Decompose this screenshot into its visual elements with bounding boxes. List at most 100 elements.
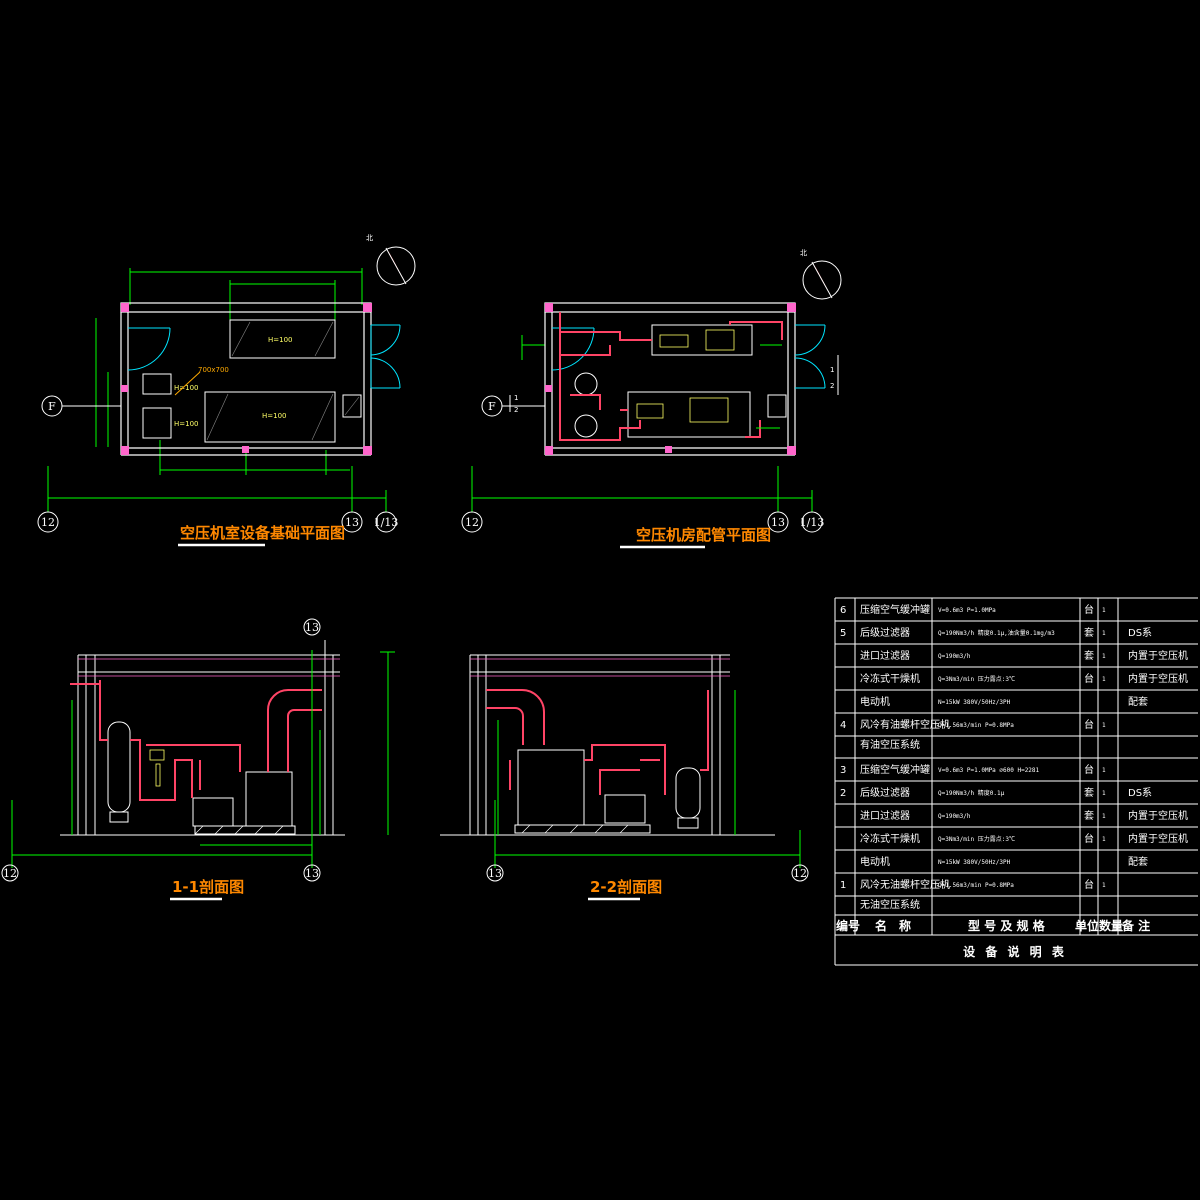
- foundation-height-label: H=100: [262, 412, 287, 420]
- piping-plan-title: 空压机房配管平面图: [636, 526, 771, 544]
- axis-label-12: 12: [793, 867, 807, 880]
- section-markers: [509, 355, 839, 412]
- row-spec: Q=1.56m3/min P=0.8MPa: [938, 882, 1014, 889]
- row-name: 风冷有油螺杆空压机: [860, 718, 950, 731]
- section-1-piping: [70, 680, 241, 801]
- row-spec: Q=3Nm3/min 压力露点:3℃: [938, 675, 1015, 683]
- row-remark: 配套: [1128, 695, 1148, 708]
- section-1-1: 12 13 13 1-1剖面图: [1, 618, 395, 901]
- piping-plan-walls: [544, 302, 796, 456]
- row-qty: 1: [1102, 676, 1106, 683]
- section-mark-2: 2: [830, 382, 834, 390]
- equipment-table-rows: 6 压缩空气缓冲罐 V=0.6m3 P=1.0MPa 台 1 5 后级过滤器 Q=190Nm3…: [840, 603, 1188, 891]
- row-qty: 1: [1102, 767, 1106, 774]
- row-name: 压缩空气缓冲罐: [860, 603, 930, 616]
- row-remark: 配套: [1128, 855, 1148, 868]
- row-unit: 台: [1084, 603, 1094, 616]
- foundation-height-label: H=100: [268, 336, 293, 344]
- section-mark-1: 1: [830, 366, 834, 374]
- foundation-plan-dimensions: [47, 268, 387, 512]
- row-spec: N=15kW 380V/50Hz/3PH: [938, 699, 1011, 706]
- piping-plan-doors: [551, 324, 826, 389]
- axis-label-F: F: [48, 400, 56, 413]
- header-remark: 备 注: [1121, 918, 1150, 933]
- row-name: 冷冻式干燥机: [860, 832, 920, 845]
- exhaust-duct: [267, 689, 322, 772]
- axis-label-13: 13: [771, 516, 785, 529]
- row-name: 冷冻式干燥机: [860, 672, 920, 685]
- row-no: 4: [840, 720, 846, 731]
- row-name: 后级过滤器: [860, 626, 910, 639]
- foundation-plan-columns: [121, 303, 372, 455]
- row-qty: 1: [1102, 653, 1106, 660]
- header-unit-qty: 单位数量: [1075, 918, 1123, 933]
- axis-label-F: F: [488, 400, 496, 413]
- row-spec: Q=190Nm3/h 精度0.1μ: [938, 789, 1005, 797]
- header-name: 名 称: [875, 918, 911, 933]
- row-remark: 内置于空压机: [1128, 809, 1188, 822]
- section-2-structure: [440, 654, 775, 836]
- row-qty: 1: [1102, 882, 1106, 889]
- foundation-labels: H=100 H=100 H=100 H=100: [174, 336, 293, 428]
- row-name: 压缩空气缓冲罐: [860, 763, 930, 776]
- foundation-plan: H=100 H=100 H=100 H=100 700x700 北 F 12 1…: [37, 234, 416, 547]
- section-2-dimensions: [494, 690, 801, 868]
- row-no: 6: [840, 605, 846, 616]
- table-row: 冷冻式干燥机 Q=3Nm3/min 压力露点:3℃ 台 1 内置于空压机: [860, 832, 1188, 845]
- foundation-plan-walls: [120, 302, 372, 456]
- row-spec: Q=190Nm3/h 精度0.1μ,油含量0.1mg/m3: [938, 629, 1055, 637]
- row-no: 3: [840, 765, 846, 776]
- row-qty: 1: [1102, 790, 1106, 797]
- row-spec: Q=190m3/h: [938, 653, 971, 660]
- row-qty: 1: [1102, 836, 1106, 843]
- header-no: 编号: [835, 918, 860, 933]
- row-unit: 台: [1084, 832, 1094, 845]
- axis-label-13: 13: [305, 621, 319, 634]
- piping-equipment: [574, 324, 787, 438]
- north-label: 北: [800, 249, 807, 257]
- row-no: 5: [840, 628, 846, 639]
- header-spec: 型 号 及 规 格: [968, 918, 1046, 933]
- north-arrow: 北: [366, 234, 416, 286]
- axis-label-12: 12: [465, 516, 479, 529]
- row-no: 2: [840, 788, 846, 799]
- row-spec: V=0.6m3 P=1.0MPa: [938, 607, 996, 614]
- row-name: 电动机: [860, 695, 890, 708]
- axis-label-1-13: 1/13: [800, 516, 825, 529]
- foundation-plan-title: 空压机室设备基础平面图: [180, 524, 345, 542]
- air-receiver-tank: [107, 721, 131, 823]
- foundation-plan-doors: [127, 324, 401, 389]
- row-remark: 内置于空压机: [1128, 832, 1188, 845]
- axis-label-13: 13: [488, 867, 502, 880]
- row-name: 后级过滤器: [860, 786, 910, 799]
- row-unit: 套: [1084, 626, 1094, 639]
- axis-label-1-13: 1/13: [374, 516, 399, 529]
- row-remark: 内置于空压机: [1128, 649, 1188, 662]
- section-1-title: 1-1剖面图: [172, 878, 244, 896]
- row-qty: 1: [1102, 607, 1106, 614]
- table-row: 6 压缩空气缓冲罐 V=0.6m3 P=1.0MPa 台 1: [840, 603, 1106, 616]
- axis-label-12: 12: [41, 516, 55, 529]
- row-spec: Q=190m3/h: [938, 813, 971, 820]
- axis-label-13: 13: [345, 516, 359, 529]
- axis-label-12: 12: [3, 867, 17, 880]
- section-1-structure: [60, 640, 345, 836]
- north-arrow: 北: [800, 249, 842, 300]
- row-name: 风冷无油螺杆空压机: [860, 878, 950, 891]
- row-spec: Q=3Nm3/min 压力露点:3℃: [938, 835, 1015, 843]
- row-unit: 套: [1084, 809, 1094, 822]
- piping-plan-columns: [545, 303, 796, 455]
- row-unit: 套: [1084, 786, 1094, 799]
- exhaust-duct: [486, 689, 545, 745]
- group-label-oil-free: 无油空压系统: [860, 898, 920, 911]
- row-name: 进口过滤器: [860, 809, 910, 822]
- row-unit: 台: [1084, 718, 1094, 731]
- equipment-table: 6 压缩空气缓冲罐 V=0.6m3 P=1.0MPa 台 1 5 后级过滤器 Q=190Nm3…: [834, 597, 1198, 966]
- row-remark: DS系: [1128, 627, 1152, 639]
